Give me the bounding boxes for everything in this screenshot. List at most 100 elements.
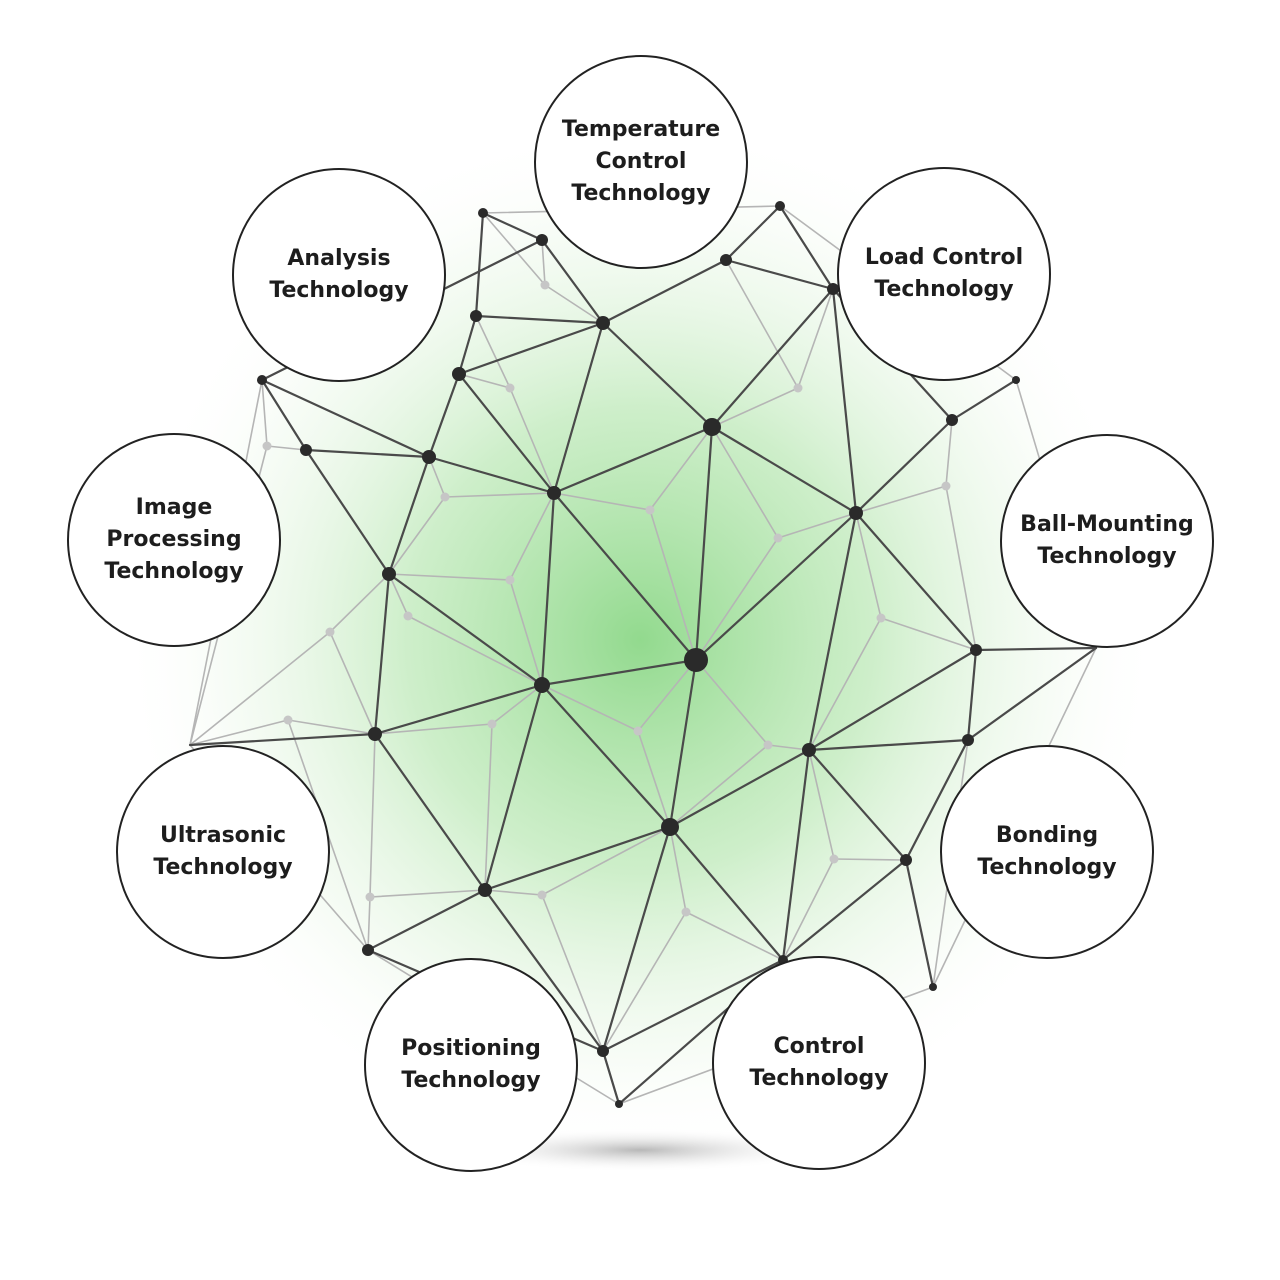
- mesh-line-dark: [552, 491, 698, 662]
- mesh-line-dark: [601, 258, 728, 325]
- mesh-line-light: [428, 456, 446, 498]
- mesh-line-dark: [483, 683, 544, 892]
- mesh-dot-dark: [547, 486, 561, 500]
- mesh-dot-light: [440, 492, 450, 502]
- image-processing-technology-label: Image Processing Technology: [104, 495, 244, 584]
- mesh-line-light: [541, 684, 639, 732]
- mesh-line-dark: [373, 572, 391, 736]
- mesh-dot-light: [681, 907, 691, 917]
- mesh-line-dark: [854, 418, 954, 515]
- mesh-line-dark: [552, 321, 605, 495]
- mesh-dot-light: [876, 613, 886, 623]
- mesh-line-dark: [481, 211, 544, 242]
- green-glow: [120, 120, 1160, 1160]
- mesh-line-light: [541, 894, 604, 1052]
- mesh-line-light: [329, 631, 376, 735]
- ball-mounting-technology-label: Ball-Mounting Technology: [1020, 512, 1194, 569]
- load-control-technology-label: Load Control Technology: [864, 245, 1024, 302]
- ultrasonic-technology-node[interactable]: Ultrasonic Technology: [116, 745, 330, 959]
- mesh-line-dark: [904, 858, 935, 989]
- mesh-line-light: [367, 896, 371, 951]
- mesh-dot-light: [633, 726, 643, 736]
- mesh-line-light: [509, 579, 543, 686]
- mesh-dot-dark: [946, 414, 958, 426]
- mesh-dot-light: [540, 280, 550, 290]
- mesh-line-dark: [387, 572, 544, 687]
- mesh-line-light: [695, 537, 779, 661]
- positioning-technology-node[interactable]: Positioning Technology: [364, 958, 578, 1172]
- mesh-dot-light: [487, 719, 497, 729]
- mesh-line-light: [649, 509, 697, 661]
- mesh-line-dark: [457, 372, 556, 495]
- analysis-technology-node[interactable]: Analysis Technology: [232, 168, 446, 382]
- positioning-technology-label: Positioning Technology: [401, 1036, 541, 1093]
- mesh-dot-dark: [849, 506, 863, 520]
- mesh-line-dark: [540, 238, 605, 325]
- mesh-line-light: [509, 492, 555, 581]
- control-technology-label: Control Technology: [749, 1034, 889, 1091]
- mesh-dot-dark: [470, 310, 482, 322]
- mesh-dot-light: [537, 890, 547, 900]
- mesh-dot-dark: [900, 854, 912, 866]
- mesh-line-dark: [807, 738, 970, 752]
- mesh-line-light: [388, 573, 511, 581]
- mesh-line-dark: [950, 378, 1018, 422]
- mesh-line-dark: [694, 425, 714, 662]
- mesh-line-dark: [710, 287, 835, 429]
- mesh-line-light: [329, 573, 390, 633]
- mesh-line-light: [637, 730, 671, 828]
- mesh-line-light: [711, 387, 799, 428]
- mesh-line-dark: [668, 748, 811, 829]
- mesh-line-dark: [974, 646, 1098, 652]
- mesh-line-light: [287, 719, 376, 735]
- ball-mounting-technology-node[interactable]: Ball-Mounting Technology: [1000, 434, 1214, 648]
- bonding-technology-node[interactable]: Bonding Technology: [940, 745, 1154, 959]
- mesh-line-dark: [188, 732, 377, 747]
- mesh-dot-dark: [368, 727, 382, 741]
- mesh-line-dark: [304, 448, 431, 459]
- mesh-line-light: [369, 733, 376, 898]
- mesh-dot-dark: [257, 375, 267, 385]
- mesh-line-dark: [260, 378, 431, 459]
- mesh-line-dark: [694, 511, 858, 662]
- mesh-line-dark: [540, 658, 698, 687]
- mesh-dot-light: [773, 533, 783, 543]
- mesh-line-dark: [778, 204, 835, 291]
- mesh-line-light: [266, 445, 307, 451]
- mesh-line-dark: [552, 425, 714, 495]
- mesh-line-light: [797, 288, 834, 389]
- mesh-line-dark: [483, 825, 672, 892]
- light-mesh-lines: [189, 205, 1097, 1105]
- mesh-line-light: [833, 858, 907, 861]
- mesh-line-dark: [366, 888, 487, 952]
- mesh-line-dark: [668, 658, 698, 829]
- mesh-dot-dark: [962, 734, 974, 746]
- mesh-line-light: [695, 659, 769, 746]
- mesh-line-light: [261, 379, 268, 447]
- control-technology-node[interactable]: Control Technology: [712, 956, 926, 1170]
- mesh-line-light: [808, 617, 882, 751]
- mesh-line-light: [711, 426, 779, 539]
- temperature-control-technology-node[interactable]: Temperature Control Technology: [534, 55, 748, 269]
- mesh-line-dark: [807, 648, 978, 752]
- mesh-dot-dark: [970, 644, 982, 656]
- mesh-line-light: [553, 492, 651, 511]
- load-control-technology-node[interactable]: Load Control Technology: [837, 167, 1051, 381]
- mesh-line-light: [602, 911, 687, 1052]
- mesh-line-light: [855, 485, 947, 514]
- mesh-dot-light: [403, 611, 413, 621]
- mesh-line-dark: [474, 314, 605, 325]
- mesh-line-dark: [387, 455, 431, 576]
- mesh-line-dark: [807, 748, 908, 862]
- mesh-line-light: [475, 315, 511, 389]
- mesh-line-dark: [373, 683, 544, 736]
- mesh-line-light: [189, 631, 331, 746]
- temperature-control-technology-label: Temperature Control Technology: [561, 117, 721, 206]
- mesh-line-light: [491, 684, 543, 725]
- mesh-dot-dark: [534, 677, 550, 693]
- mesh-line-light: [541, 826, 671, 896]
- mesh-dot-dark: [300, 444, 312, 456]
- mesh-dot-dark: [827, 283, 839, 295]
- mesh-line-dark: [781, 858, 908, 962]
- image-processing-technology-node[interactable]: Image Processing Technology: [67, 433, 281, 647]
